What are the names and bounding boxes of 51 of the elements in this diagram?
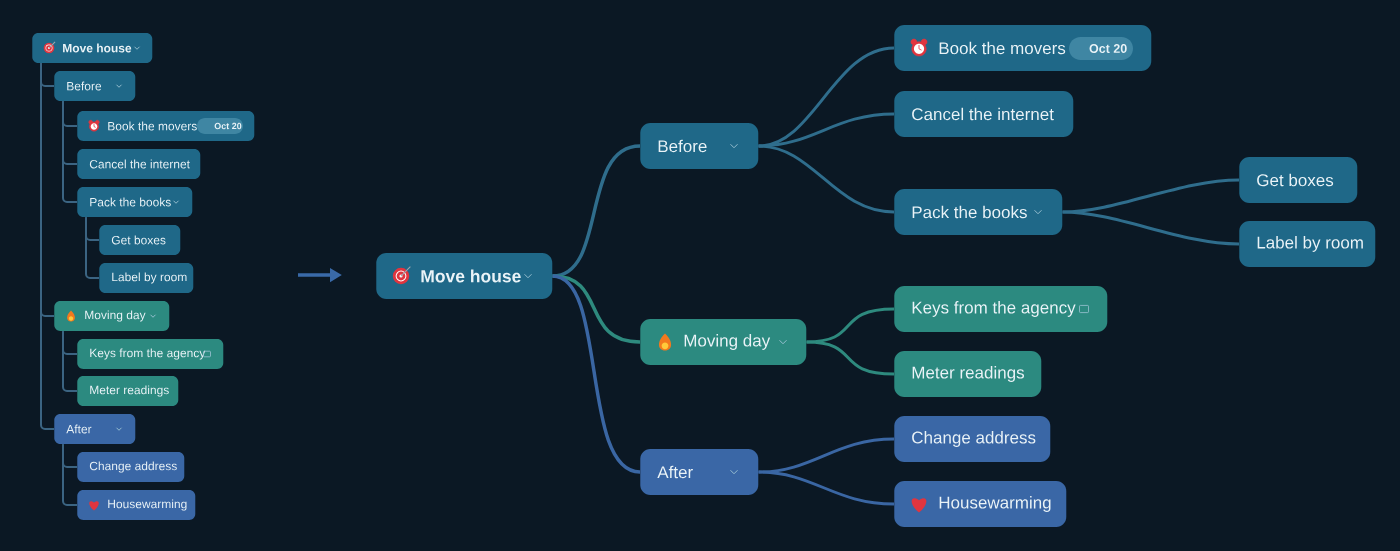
topic-box: Label by room: [1239, 221, 1376, 267]
chevron-icon: [116, 427, 122, 431]
comment-icon: [1079, 305, 1089, 313]
branch-line: [758, 470, 895, 506]
branch-line: [552, 274, 641, 344]
tree-connector: [62, 330, 78, 392]
topic-box: After: [640, 449, 759, 495]
topic-box: Moving day: [640, 319, 807, 365]
outline-item: Meter readings: [77, 376, 179, 406]
branch-line: [758, 437, 895, 474]
outline-item: Before: [54, 71, 136, 101]
heart-icon: [911, 498, 927, 513]
tree-connector: [40, 62, 55, 430]
chevron-icon: [1034, 209, 1042, 215]
branch-line: [552, 274, 641, 474]
tree-connector: [62, 100, 78, 203]
branch-line: [1062, 210, 1240, 246]
tree-connector: [85, 216, 100, 279]
topic-box: Before: [640, 123, 759, 169]
chevron-icon: [730, 143, 738, 149]
outline-item: Housewarming: [77, 490, 196, 520]
branch-line: [806, 307, 895, 344]
outline-item: Keys from the agency: [77, 339, 224, 369]
branch-line: [758, 144, 895, 214]
topic-box: Move house: [376, 253, 553, 299]
outline-item: Change address: [77, 452, 185, 482]
outline-item: Move house: [32, 33, 153, 63]
outline-item: Cancel the internet: [77, 149, 201, 179]
comment-icon: [203, 350, 211, 358]
topic-box: Pack the books: [894, 189, 1063, 235]
topic-box: Get boxes: [1239, 157, 1358, 203]
tree-connector: [62, 443, 78, 506]
chevron-icon: [173, 200, 179, 204]
topic-box: Housewarming: [894, 481, 1067, 527]
branch-line: [758, 46, 895, 148]
branch-line: [758, 112, 895, 148]
outline-item: Label by room: [99, 263, 194, 293]
outline-item: Pack the books: [77, 187, 193, 217]
chevron-icon: [730, 469, 738, 475]
topic-box: Meter readings: [894, 351, 1042, 397]
outline-item: Moving day: [54, 301, 170, 331]
outline-item: After: [54, 414, 136, 444]
topic-box: Keys from the agency: [894, 286, 1108, 332]
date-badge: Oct 20: [197, 118, 243, 134]
topic-box: Cancel the internet: [894, 91, 1074, 137]
outline-item: Get boxes: [99, 225, 181, 255]
topic-box: Change address: [894, 416, 1051, 462]
chevron-icon: [116, 84, 122, 88]
branch-line: [1062, 178, 1240, 214]
heart-icon: [89, 501, 99, 511]
branch-line: [806, 340, 895, 376]
